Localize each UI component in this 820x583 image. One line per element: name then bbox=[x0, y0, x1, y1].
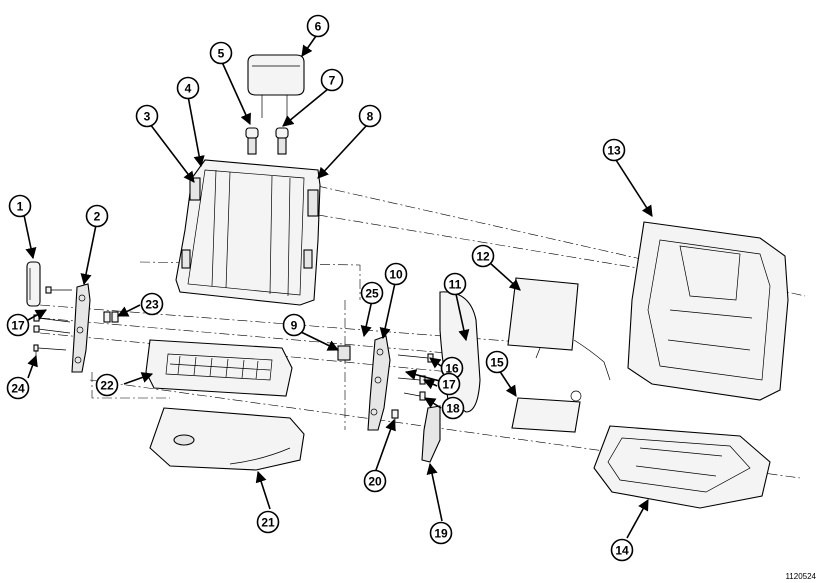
leader-lines bbox=[23, 35, 653, 539]
part-1-trim-panel bbox=[26, 261, 41, 307]
callout-23: 23 bbox=[140, 292, 164, 316]
callout-label: 20 bbox=[368, 475, 382, 489]
callout-label: 7 bbox=[329, 74, 336, 88]
callout-label: 21 bbox=[261, 516, 275, 530]
part-6-headrest bbox=[247, 54, 305, 118]
callout-19: 19 bbox=[429, 521, 453, 545]
part-15-cushion-heater bbox=[511, 390, 582, 433]
callout-label: 19 bbox=[434, 527, 448, 541]
callout-label: 25 bbox=[365, 287, 379, 301]
callout-label: 11 bbox=[449, 278, 462, 292]
part-21-cushion-pan bbox=[149, 407, 305, 471]
document-id: 1120524 bbox=[785, 572, 816, 581]
callout-label: 24 bbox=[11, 382, 25, 396]
callout-label: 16 bbox=[445, 362, 459, 376]
part-seatback-frame bbox=[175, 159, 321, 306]
part-12-heater-pad bbox=[507, 277, 611, 381]
callout-7: 7 bbox=[320, 68, 344, 92]
part-9-clip bbox=[337, 345, 351, 361]
part-2-left-hinge bbox=[71, 283, 91, 373]
callout-12: 12 bbox=[471, 244, 495, 268]
callout-label: 1 bbox=[17, 200, 24, 214]
callout-label: 10 bbox=[389, 268, 403, 282]
callout-label: 8 bbox=[367, 110, 374, 124]
callout-22: 22 bbox=[95, 373, 119, 397]
callout-label: 17 bbox=[442, 378, 456, 392]
callout-5: 5 bbox=[209, 41, 233, 65]
callout-24: 24 bbox=[6, 376, 30, 400]
callout-21: 21 bbox=[256, 510, 280, 534]
part-14-seat-cushion bbox=[593, 425, 771, 509]
callout-13: 13 bbox=[602, 138, 626, 162]
part-headrest-guides bbox=[245, 127, 289, 155]
callout-label: 18 bbox=[446, 402, 460, 416]
callout-14: 14 bbox=[610, 538, 634, 562]
callout-25: 25 bbox=[360, 281, 384, 305]
callout-label: 4 bbox=[185, 82, 192, 96]
callout-15: 15 bbox=[485, 350, 509, 374]
callout-label: 9 bbox=[291, 319, 298, 333]
callout-10: 10 bbox=[384, 262, 408, 286]
callout-label: 12 bbox=[476, 250, 490, 264]
callout-label: 2 bbox=[94, 210, 101, 224]
callout-3: 3 bbox=[135, 104, 159, 128]
callout-label: 22 bbox=[100, 379, 114, 393]
callout-label: 23 bbox=[145, 298, 159, 312]
callout-label: 5 bbox=[218, 47, 225, 61]
callout-20: 20 bbox=[363, 469, 387, 493]
callout-11: 11 bbox=[443, 272, 467, 296]
callout-label: 15 bbox=[490, 356, 504, 370]
callout-4: 4 bbox=[176, 76, 200, 100]
left-fasteners bbox=[33, 286, 119, 352]
callout-numbers: 1234567891011121314151617171819202122232… bbox=[6, 14, 634, 562]
callout-2: 2 bbox=[85, 204, 109, 228]
part-13-seatback-cushion bbox=[627, 221, 789, 401]
callout-label: 6 bbox=[315, 20, 322, 34]
part-19-bracket bbox=[421, 405, 441, 463]
callout-6: 6 bbox=[306, 14, 330, 38]
callout-label: 13 bbox=[607, 144, 621, 158]
callout-1: 1 bbox=[8, 194, 32, 218]
callout-18: 18 bbox=[441, 396, 465, 420]
callout-16: 16 bbox=[440, 356, 464, 380]
callout-17: 17 bbox=[437, 372, 461, 396]
callout-label: 3 bbox=[144, 110, 151, 124]
part-10-right-hinge bbox=[367, 335, 391, 431]
callout-17: 17 bbox=[6, 313, 30, 337]
callout-label: 14 bbox=[615, 544, 629, 558]
part-22-cushion-frame bbox=[145, 339, 293, 397]
callout-9: 9 bbox=[282, 313, 306, 337]
part-20-bolt bbox=[391, 409, 399, 430]
callout-8: 8 bbox=[358, 104, 382, 128]
callout-label: 17 bbox=[11, 319, 25, 333]
